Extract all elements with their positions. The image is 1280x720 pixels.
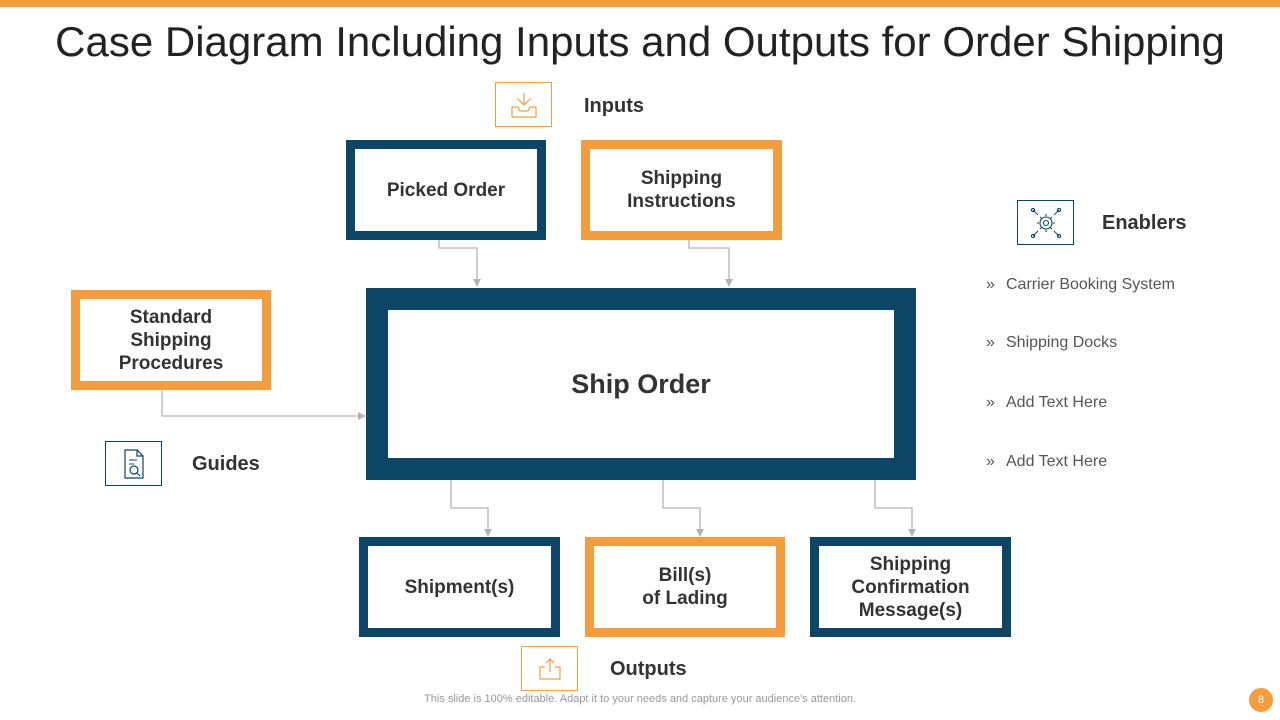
enabler-item: » Carrier Booking System — [986, 276, 1175, 294]
inbox-arrow-in-icon — [495, 82, 552, 127]
gear-network-icon — [1017, 200, 1074, 245]
top-accent-bar — [0, 0, 1280, 7]
connector-shipping-instructions — [688, 240, 733, 287]
connector-confirmation — [874, 480, 916, 537]
ship-order-box: Ship Order — [366, 288, 916, 480]
connector-shipments — [450, 480, 492, 537]
enabler-item-label: Carrier Booking System — [1006, 276, 1175, 293]
document-search-icon — [105, 441, 162, 486]
shipments-box: Shipment(s) — [359, 537, 560, 637]
outputs-label: Outputs — [610, 658, 687, 680]
connector-bills — [662, 480, 704, 537]
shipping-instructions-box: Shipping Instructions — [581, 140, 782, 240]
standard-shipping-procedures-box: Standard Shipping Procedures — [71, 290, 271, 390]
inputs-label: Inputs — [584, 95, 644, 117]
enabler-item-label: Shipping Docks — [1006, 334, 1118, 351]
enabler-item-label: Add Text Here — [1006, 394, 1108, 411]
shipping-confirmation-box: Shipping Confirmation Message(s) — [810, 537, 1011, 637]
slide-title: Case Diagram Including Inputs and Output… — [55, 18, 1225, 65]
bills-of-lading-box: Bill(s) of Lading — [585, 537, 785, 637]
connector-guides — [161, 390, 366, 420]
enabler-item: » Add Text Here — [986, 453, 1107, 471]
enabler-item: » Add Text Here — [986, 394, 1107, 412]
bullet-icon: » — [986, 276, 995, 293]
picked-order-box: Picked Order — [346, 140, 546, 240]
connector-picked-order — [438, 240, 481, 287]
footer-note: This slide is 100% editable. Adapt it to… — [424, 693, 856, 705]
bullet-icon: » — [986, 394, 995, 411]
enabler-item-label: Add Text Here — [1006, 453, 1108, 470]
upload-arrow-icon — [521, 646, 578, 691]
enablers-label: Enablers — [1102, 212, 1187, 234]
bullet-icon: » — [986, 453, 995, 470]
guides-label: Guides — [192, 453, 260, 475]
enabler-item: » Shipping Docks — [986, 334, 1117, 352]
bullet-icon: » — [986, 334, 995, 351]
page-number-badge: 8 — [1249, 688, 1273, 712]
